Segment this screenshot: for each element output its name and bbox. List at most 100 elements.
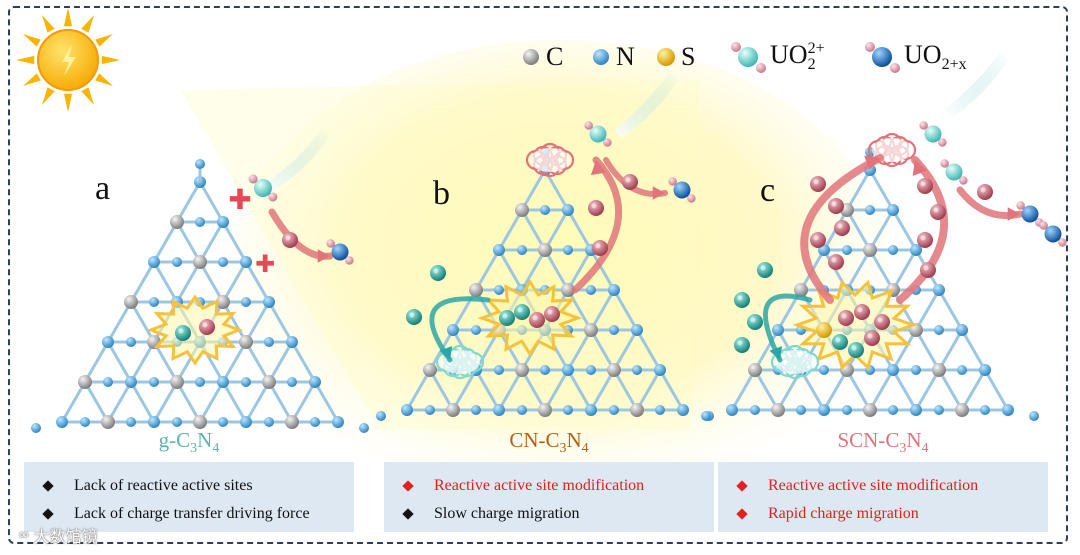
nitrogen-atom	[493, 404, 505, 416]
bond	[405, 369, 432, 411]
carbon-atom	[794, 283, 808, 297]
nitrogen-atom	[819, 365, 829, 375]
nitrogen-atom	[654, 364, 666, 376]
hole-transfer-arrow	[429, 296, 491, 363]
bond	[221, 341, 248, 383]
legend-carbon: C	[520, 40, 563, 74]
bond	[221, 381, 248, 423]
charge-shine	[433, 268, 439, 274]
bond	[914, 329, 941, 371]
nitrogen-atom	[148, 416, 160, 428]
carbon-atom	[863, 403, 877, 417]
nitrogen-atom	[376, 411, 386, 421]
bond	[520, 209, 547, 251]
legend-carbon-label: C	[546, 42, 564, 71]
uranyl-icon	[589, 125, 607, 143]
carbon-atom	[78, 375, 92, 389]
nitrogen-atom	[632, 365, 642, 375]
panel-letter-a: a	[95, 170, 111, 207]
legend-uranyl: UO22+	[728, 40, 825, 74]
electron-icon	[529, 312, 545, 328]
bond	[845, 169, 872, 211]
charge-shine	[737, 295, 743, 301]
bond	[520, 169, 547, 211]
charge-shine	[178, 328, 184, 334]
carbon-atom	[216, 295, 230, 309]
legend-nitrogen-label: N	[616, 42, 635, 71]
description-row: Lack of reactive active sites	[38, 472, 354, 500]
charge-shine	[933, 207, 939, 213]
bond	[474, 249, 501, 291]
charge-shine	[532, 315, 538, 321]
bond	[589, 289, 616, 331]
hole-icon	[757, 262, 773, 278]
bond	[451, 369, 478, 411]
reduced-uranium-molecule-icon	[865, 42, 900, 73]
carbon-atom	[538, 403, 552, 417]
description-row: Reactive active site modification	[398, 472, 714, 500]
bond	[520, 369, 547, 411]
diamond-bullet-icon	[736, 508, 748, 520]
bond	[868, 369, 895, 411]
lightning-icon	[62, 44, 76, 76]
bond	[221, 301, 248, 343]
bond	[175, 221, 202, 263]
carbon-atom	[469, 283, 483, 297]
nitrogen-atom	[887, 364, 899, 376]
bond	[520, 249, 547, 291]
bond	[937, 329, 964, 371]
description-row: Slow charge migration	[398, 500, 714, 528]
electron-icon	[810, 232, 826, 248]
charge-shine	[837, 223, 843, 229]
legend-nitrogen: N	[590, 40, 635, 74]
nitrogen-atom	[195, 377, 205, 387]
bond	[244, 301, 271, 343]
charge-shine	[813, 179, 819, 185]
hole-icon	[747, 314, 763, 330]
nitrogen-atom	[493, 244, 505, 256]
bond	[267, 301, 294, 343]
dashed-frame	[8, 6, 1068, 544]
bond	[612, 289, 639, 331]
bond	[175, 261, 202, 303]
electron-icon	[977, 184, 993, 200]
nitrogen-atom	[772, 324, 784, 336]
panel-letter-c: c	[760, 172, 776, 209]
nitrogen-atom	[264, 337, 274, 347]
charge-shine	[737, 340, 743, 346]
uranyl-molecule-icon	[731, 42, 766, 73]
nitrogen-atom	[957, 365, 967, 375]
bond	[244, 341, 271, 383]
bond	[730, 369, 757, 411]
nitrogen-atom	[494, 365, 504, 375]
oxygen-atom	[326, 239, 335, 248]
bond	[83, 341, 110, 383]
sun-ray	[95, 73, 114, 86]
bond	[129, 261, 156, 303]
carbon-atom	[515, 203, 529, 217]
bond	[566, 249, 593, 291]
carbon-atom	[515, 363, 529, 377]
sun-ray	[22, 73, 41, 86]
bond	[152, 261, 179, 303]
charge-shine	[831, 201, 837, 207]
description-box-c: Reactive active site modification Rapid …	[718, 462, 1048, 532]
nitrogen-atom	[563, 245, 573, 255]
nitrogen-atom	[818, 404, 830, 416]
nitrogen-atom	[263, 296, 275, 308]
bond	[175, 381, 202, 423]
charge-shine	[625, 177, 631, 183]
electron-transfer-arrow	[571, 156, 622, 294]
nitrogen-atom	[911, 365, 921, 375]
nitrogen-atom	[517, 245, 527, 255]
electron-icon	[864, 330, 880, 346]
hole-icon	[430, 265, 446, 281]
nitrogen-atom	[888, 245, 898, 255]
bond	[635, 329, 662, 371]
bond	[244, 261, 271, 303]
bond	[891, 249, 918, 291]
electron-transfer-arrow	[896, 156, 949, 304]
electron-icon	[834, 220, 850, 236]
bond	[474, 369, 501, 411]
bond	[914, 369, 941, 411]
